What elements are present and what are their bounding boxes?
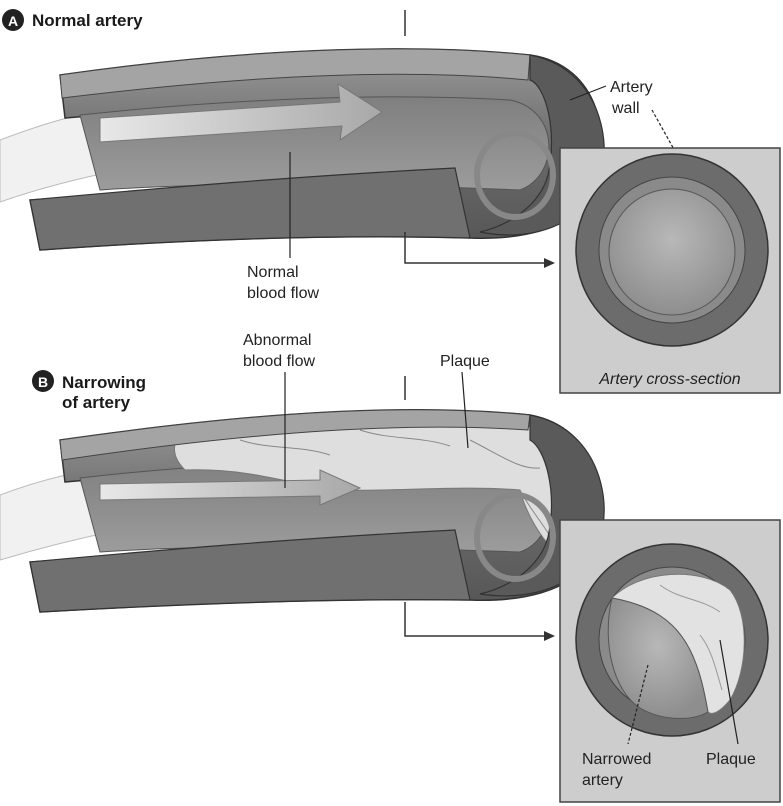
label-normal-flow-line2: blood flow [247, 285, 319, 302]
inset-a-caption: Artery cross-section [598, 371, 740, 388]
panel-a-title: Normal artery [32, 11, 143, 30]
label-abnormal-flow-line1: Abnormal [243, 332, 311, 349]
label-narrowed-artery-line1: Narrowed [582, 751, 651, 768]
label-plaque-inset: Plaque [706, 751, 756, 768]
label-artery-wall-line1: Artery [610, 79, 653, 96]
connector-b-arrowhead [544, 631, 555, 641]
badge-b-letter: B [38, 374, 48, 390]
badge-a-letter: A [8, 13, 18, 29]
panel-a: A Normal artery Artery wall Normal blood… [0, 9, 780, 393]
panel-b: B Narrowing of artery Abnormal blood flo… [0, 332, 780, 802]
label-normal-flow-line1: Normal [247, 264, 299, 281]
label-artery-wall-line2: wall [611, 100, 640, 117]
inset-a-lumen [609, 189, 735, 315]
connector-b [405, 602, 545, 636]
label-abnormal-flow-line2: blood flow [243, 353, 315, 370]
panel-b-title-line1: Narrowing [62, 373, 146, 392]
label-plaque: Plaque [440, 353, 490, 370]
connector-a-arrowhead [544, 258, 555, 268]
label-narrowed-artery-line2: artery [582, 772, 623, 789]
panel-b-title-line2: of artery [62, 393, 131, 412]
